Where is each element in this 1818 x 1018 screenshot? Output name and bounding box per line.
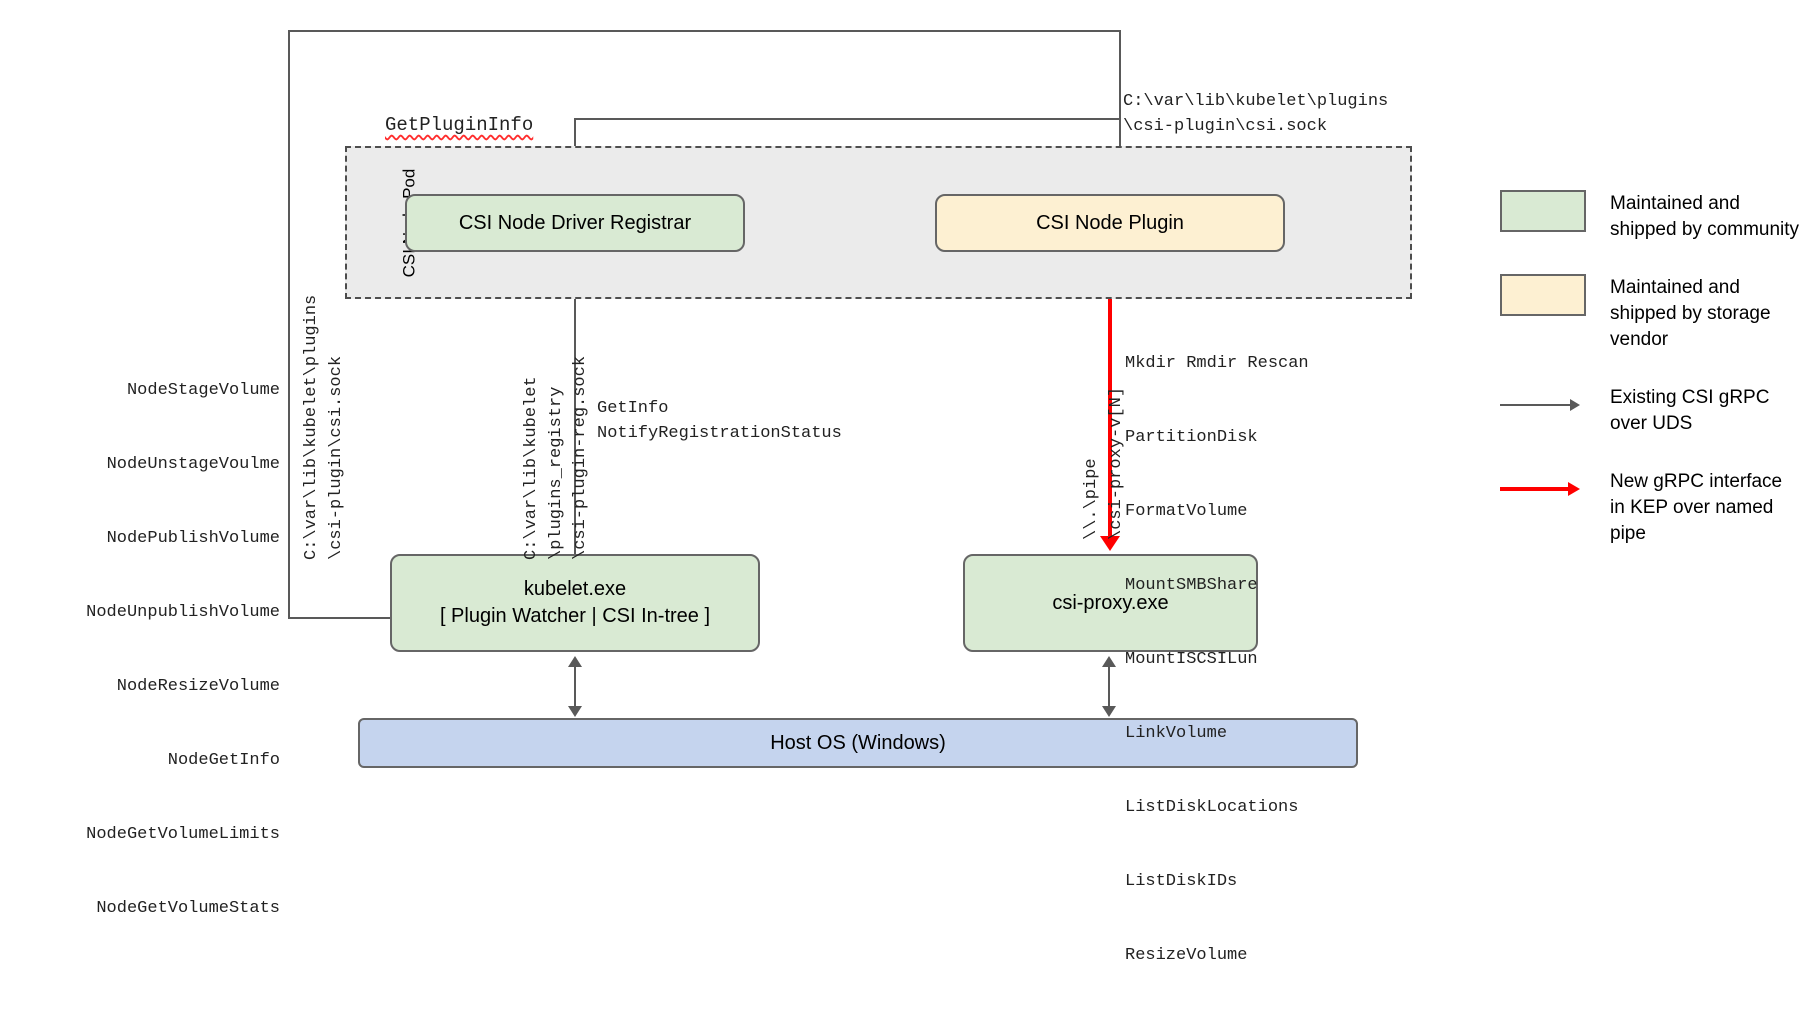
list-item: MountISCSILun [1125, 649, 1258, 669]
node-csi-node-driver-registrar[interactable]: CSI Node Driver Registrar [405, 194, 745, 252]
list-item: NodeResizeVolume [116, 676, 280, 696]
node-csi-node-plugin[interactable]: CSI Node Plugin [935, 194, 1285, 252]
legend-item-community: Maintained and shipped by community [1500, 190, 1800, 242]
list-item: MountSMBShare [1125, 576, 1258, 596]
node-kubelet-exe[interactable]: kubelet.exe [ Plugin Watcher | CSI In-tr… [390, 554, 760, 652]
node-label-kubelet: kubelet.exe [523, 578, 627, 600]
arrowhead-into-csi-proxy-red [1100, 536, 1120, 551]
node-host-os[interactable]: Host OS (Windows) [358, 718, 1358, 768]
connector-kubelet-to-plugin-bottom [288, 617, 392, 619]
label-kubelet-csi-socket-path: C:\var\lib\kubelet\plugins \csi-plugin\c… [302, 294, 346, 560]
arrowhead-proxy-hostos-down [1102, 706, 1116, 717]
list-item: ResizeVolume [1125, 945, 1248, 965]
connector-plugin-vertical-drop [1119, 30, 1121, 190]
diagram-canvas: CSI Node Pod CSI Node Driver Registrar C… [86, 30, 1800, 965]
legend-swatch-yellow-icon [1500, 274, 1586, 317]
list-item: Mkdir Rmdir Rescan [1125, 354, 1309, 374]
list-item: LinkVolume [1125, 723, 1228, 743]
legend-item-new-grpc: New gRPC interface in KEP over named pip… [1500, 468, 1800, 546]
legend-swatch-green-icon [1500, 190, 1586, 232]
node-label-plugin: CSI Node Plugin [1036, 211, 1184, 234]
node-csi-proxy-exe[interactable]: csi-proxy.exe [963, 554, 1258, 652]
legend-item-existing-csi: Existing CSI gRPC over UDS [1500, 384, 1800, 436]
list-item: NodeUnpublishVolume [86, 603, 280, 623]
connector-kubelet-to-registrar [574, 268, 576, 556]
node-label-proxy: csi-proxy.exe [1052, 591, 1169, 614]
csi-node-pod-label-wrap: CSI Node Pod [377, 148, 418, 297]
connector-proxy-to-hostos [1108, 664, 1110, 710]
connector-plugin-to-proxy-red [1108, 252, 1112, 542]
connector-kubelet-to-plugin-left [288, 30, 290, 619]
list-item: NodePublishVolume [106, 529, 280, 549]
legend-label-new-grpc: New gRPC interface in KEP over named pip… [1610, 471, 1783, 544]
label-plugin-socket-path: C:\var\lib\kubelet\plugins \csi-plugin\c… [1123, 92, 1389, 136]
arrowhead-kubelet-hostos-up [568, 656, 582, 667]
arrowhead-proxy-hostos-up [1102, 656, 1116, 667]
list-item: ListDiskLocations [1125, 797, 1299, 817]
connector-kubelet-to-hostos [574, 664, 576, 710]
legend-arrow-red-icon [1500, 468, 1586, 510]
connector-registrar-getplugininfo-horizontal [574, 118, 1121, 120]
legend-arrow-gray-icon [1500, 384, 1586, 426]
label-named-pipe-path: \\.\pipe \csi-proxy-v[N] [1082, 386, 1126, 540]
list-item: FormatVolume [1125, 502, 1248, 522]
label-get-plugin-info: GetPluginInfo [385, 114, 534, 136]
label-registrar-grpc-calls: GetInfo NotifyRegistrationStatus [597, 399, 842, 443]
list-item: NodeGetVolumeLimits [86, 824, 280, 844]
node-label-kubelet-sub: [ Plugin Watcher | CSI In-tree ] [439, 605, 711, 627]
list-item: NodeGetVolumeStats [96, 898, 280, 918]
legend: Maintained and shipped by community Main… [1500, 190, 1800, 578]
legend-item-vendor: Maintained and shipped by storage vendor [1500, 274, 1800, 352]
connector-kubelet-to-plugin-top [288, 30, 1121, 32]
node-label-registrar: CSI Node Driver Registrar [458, 211, 692, 234]
label-plugins-registry-path: C:\var\lib\kubelet \plugins_registry \cs… [522, 355, 591, 560]
list-node-service-calls: NodeStageVolume NodeUnstageVoulme NodePu… [20, 330, 280, 971]
legend-label-community: Maintained and shipped by community [1610, 193, 1800, 240]
list-csi-proxy-api-calls: Mkdir Rmdir Rescan PartitionDisk FormatV… [1125, 303, 1309, 1018]
node-label-hostos: Host OS (Windows) [770, 731, 946, 754]
list-item: NodeStageVolume [126, 381, 280, 401]
list-item: NodeGetInfo [167, 750, 280, 770]
arrowhead-kubelet-hostos-down [568, 706, 582, 717]
list-item: PartitionDisk [1125, 428, 1258, 448]
list-item: NodeUnstageVoulme [106, 455, 280, 475]
legend-label-vendor: Maintained and shipped by storage vendor [1610, 277, 1771, 350]
legend-label-existing-csi: Existing CSI gRPC over UDS [1610, 387, 1770, 434]
list-item: ListDiskIDs [1125, 871, 1238, 891]
